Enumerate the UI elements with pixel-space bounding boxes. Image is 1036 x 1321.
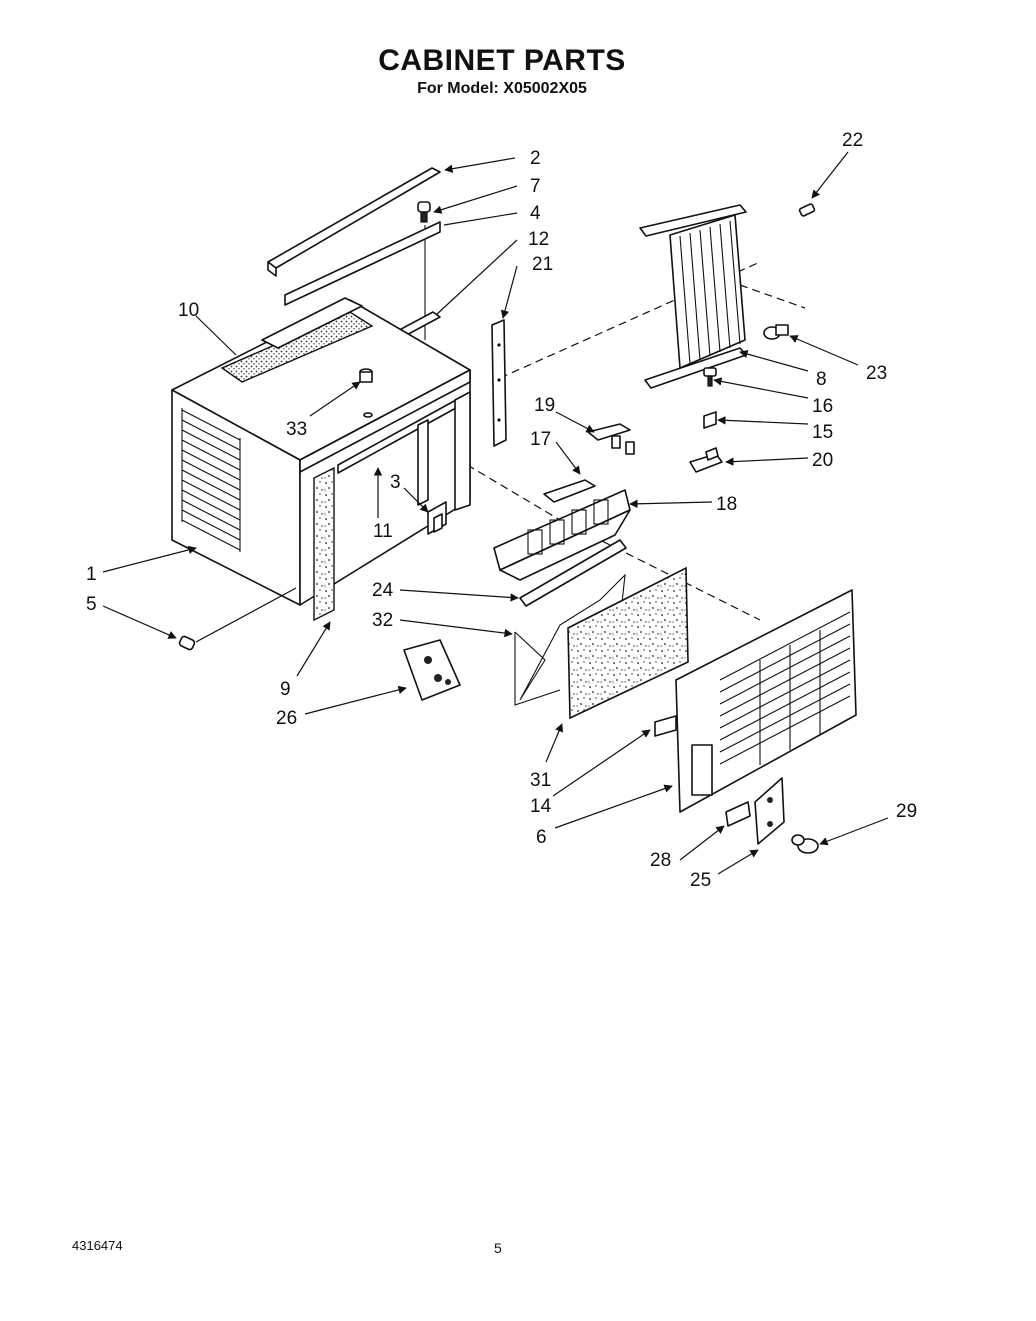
leader-lines: [102, 151, 889, 875]
callout-18: 18: [716, 494, 737, 515]
part-19-bracket: [587, 423, 635, 455]
callout-labels: 2 7 4 12 21 10 33 3 11 1 5 9 26 22 23 8 …: [86, 130, 917, 891]
callout-3: 3: [390, 472, 401, 493]
part-4-gasket-strip: [284, 221, 441, 306]
page-number: 5: [494, 1240, 502, 1256]
part-22-screw: [798, 203, 816, 217]
callout-14: 14: [530, 796, 552, 817]
callout-21: 21: [532, 254, 553, 275]
callout-11: 11: [373, 521, 393, 542]
part-3-clip: [427, 501, 447, 535]
callout-29: 29: [896, 801, 917, 822]
part-31-filter: [567, 566, 689, 720]
part-29-knob: [791, 834, 819, 854]
callout-26: 26: [276, 708, 297, 729]
part-6-front-grille: [675, 589, 857, 813]
callout-1: 1: [86, 564, 97, 585]
part-18-divider: [493, 489, 631, 581]
part-33-plug: [359, 368, 373, 418]
callout-17: 17: [530, 429, 551, 450]
callout-32: 32: [372, 610, 393, 631]
part-5-screw: [178, 635, 196, 651]
part-26-bracket: [403, 639, 461, 701]
callout-23: 23: [866, 363, 887, 384]
part-23-plug: [763, 324, 789, 340]
part-16-screw: [703, 367, 717, 387]
part-14-tab: [654, 715, 677, 737]
callout-28: 28: [650, 850, 671, 871]
part-2-top-rail: [267, 167, 441, 277]
callout-22: 22: [842, 130, 863, 151]
callout-6: 6: [536, 827, 547, 848]
callout-8: 8: [816, 369, 827, 390]
callout-31: 31: [530, 770, 551, 791]
callout-15: 15: [812, 422, 833, 443]
part-1-cabinet: [171, 299, 471, 606]
callout-4: 4: [530, 203, 541, 224]
part-15-clip: [703, 411, 717, 429]
callout-10: 10: [178, 300, 199, 321]
callout-19: 19: [534, 395, 555, 416]
part-28-block: [725, 801, 751, 827]
document-number: 4316474: [72, 1238, 123, 1253]
callout-33: 33: [286, 419, 307, 440]
part-17-bracket: [543, 479, 596, 503]
part-21-channel: [491, 319, 507, 447]
callout-2: 2: [530, 148, 541, 169]
callout-5: 5: [86, 594, 97, 615]
callout-25: 25: [690, 870, 711, 891]
model-subtitle: For Model: X05002X05: [417, 80, 587, 97]
part-7-screw: [417, 201, 431, 223]
part-25-control-plate: [754, 777, 785, 845]
part-10-top-foam: [220, 297, 374, 383]
part-11-bracket: [417, 391, 471, 511]
page-title: CABINET PARTS: [378, 44, 626, 77]
part-20-bracket: [689, 447, 723, 473]
callout-7: 7: [530, 176, 541, 197]
callout-9: 9: [280, 679, 291, 700]
part-9-side-foam: [313, 466, 335, 622]
part-32-wire-coil: [514, 573, 626, 706]
callout-12: 12: [528, 229, 549, 250]
callout-24: 24: [372, 580, 394, 601]
callout-20: 20: [812, 450, 833, 471]
callout-16: 16: [812, 396, 833, 417]
part-8-condenser-frame: [639, 204, 747, 389]
part-24-strip: [519, 539, 627, 607]
